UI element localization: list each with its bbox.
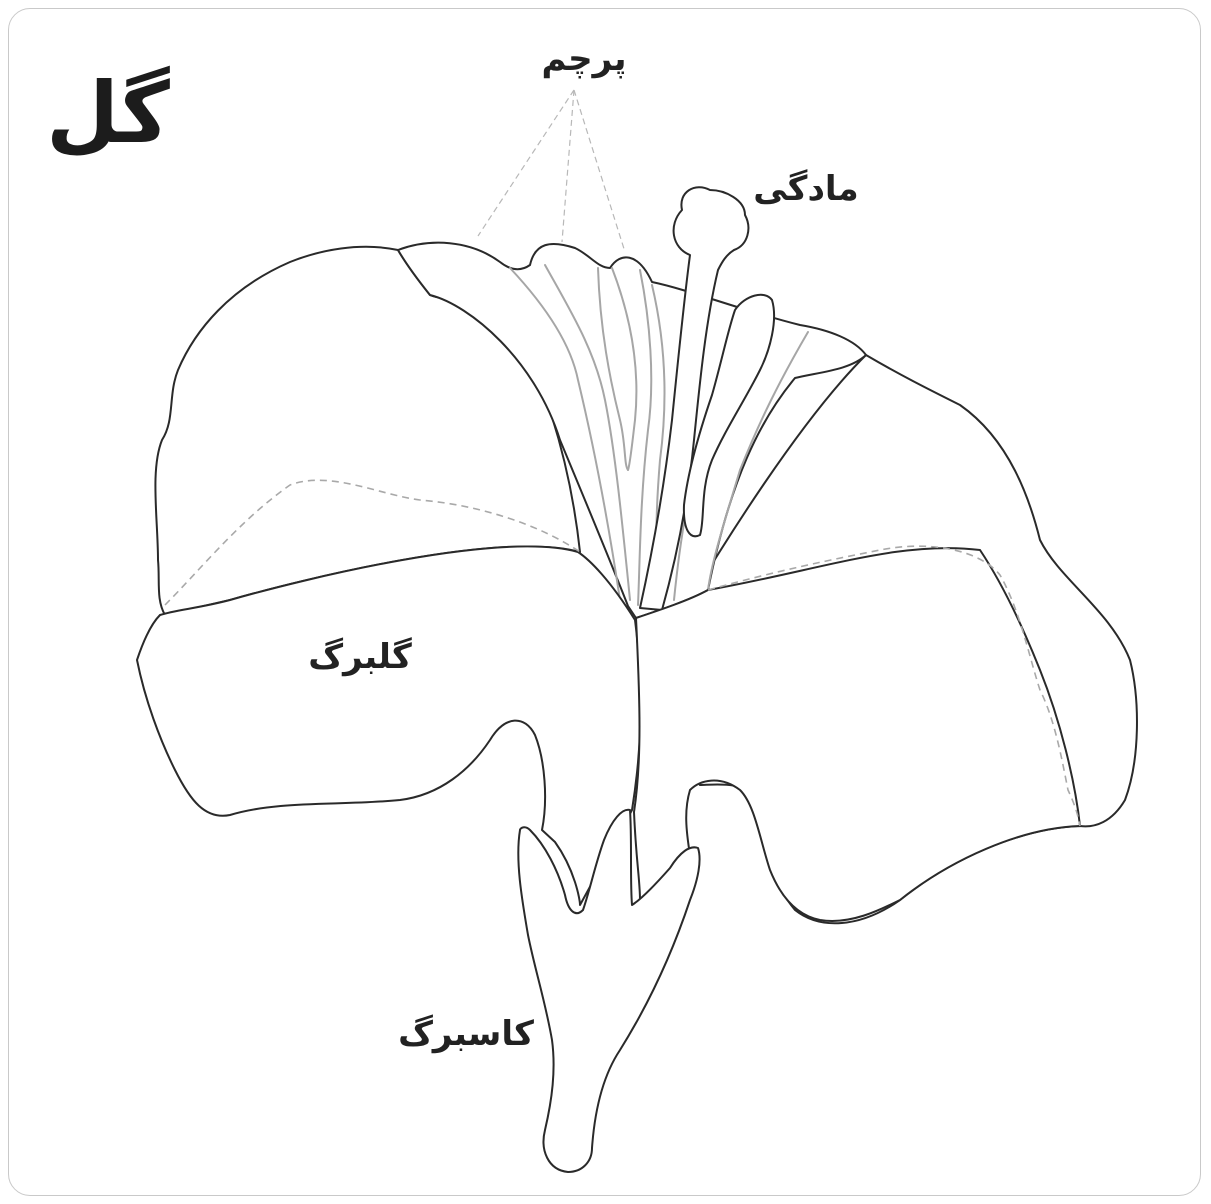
diagram-title: گل (46, 64, 170, 162)
petal-label: گلبرگ (308, 636, 412, 677)
sepal-label: کاسبرگ (398, 1013, 534, 1054)
stamen-leader-line (562, 90, 574, 242)
stamen-leader-line (478, 90, 574, 236)
stamen-leader-line (574, 90, 625, 252)
sepal (518, 810, 699, 1172)
pistil-label: مادگی (753, 169, 858, 209)
stamen-label: پرچم (541, 39, 626, 79)
